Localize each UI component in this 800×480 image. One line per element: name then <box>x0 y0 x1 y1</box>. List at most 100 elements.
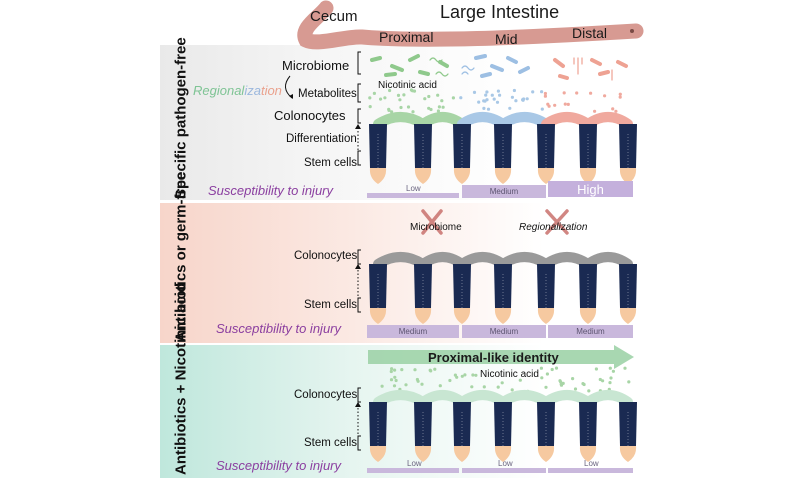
stem-cells-label-p1: Stem cells <box>304 157 358 169</box>
metabolite-dot <box>540 90 544 94</box>
epithelium-segment <box>457 390 508 407</box>
epithelium-segment <box>541 390 593 407</box>
metabolite-dot <box>411 110 415 114</box>
susceptibility-label-p3: Susceptibility to injury <box>216 458 341 473</box>
metabolite-dot <box>553 103 557 107</box>
metabolite-dot <box>379 97 383 101</box>
metabolite-dot <box>539 366 544 370</box>
metabolite-dot <box>547 104 551 108</box>
metabolite-dot <box>451 96 455 100</box>
metabolite-dot <box>490 93 494 97</box>
epithelium-segment <box>541 112 593 129</box>
crypt <box>578 401 598 463</box>
metabolite-dot <box>508 106 512 110</box>
metabolites-label: Metabolites <box>298 88 357 100</box>
metabolite-dot <box>581 382 585 386</box>
susceptibility-value-p1-proximal: Low <box>406 184 421 193</box>
stem-cells-label-p3: Stem cells <box>304 437 358 449</box>
epithelium-segment <box>541 252 593 269</box>
susceptibility-bar-p1-distal: High <box>548 181 633 197</box>
distal-label: Distal <box>572 25 608 41</box>
metabolite-dot <box>482 99 486 103</box>
metabolite-dot <box>562 91 566 95</box>
mid-label: Mid <box>495 31 518 47</box>
large-intestine-label: Large Intestine <box>440 2 560 22</box>
metabolite-dot <box>485 90 489 94</box>
metabolite-dot <box>482 106 486 110</box>
colonocytes-label-p2: Colonocytes <box>294 250 358 262</box>
metabolite-dot <box>433 367 437 371</box>
metabolite-dot <box>390 367 394 371</box>
intestine-tube <box>297 0 644 50</box>
metabolite-dot <box>436 93 440 97</box>
metabolite-dot <box>423 97 427 101</box>
metabolite-dot <box>525 97 529 101</box>
metabolite-dot <box>614 109 618 113</box>
metabolite-dot <box>404 383 408 387</box>
susceptibility-value-p3-distal: Low <box>584 459 599 468</box>
metabolite-dot <box>406 105 411 109</box>
metabolite-dot <box>393 375 397 379</box>
metabolite-dot <box>623 366 627 370</box>
metabolite-dot <box>383 96 387 100</box>
regionalization-label: Regionalization <box>193 83 282 98</box>
metabolite-dot <box>573 387 578 391</box>
metabolite-dot <box>589 91 593 95</box>
crypt <box>452 263 472 325</box>
metabolite-dot <box>413 368 417 372</box>
metabolite-dot <box>368 105 372 109</box>
nicotinic-acid-label-p3: Nicotinic acid <box>480 369 539 380</box>
epithelium-segment <box>418 252 467 269</box>
metabolite-dot <box>448 378 452 383</box>
metabolite-dot <box>486 107 491 111</box>
susceptibility-value-p3-proximal: Low <box>407 459 422 468</box>
crypt <box>618 263 638 325</box>
metabolite-dot <box>399 105 403 110</box>
crypt <box>493 123 513 185</box>
susceptibility-bar-p1-mid: Medium <box>462 185 546 198</box>
metabolite-dot <box>396 93 401 97</box>
metabolite-dot <box>438 384 442 388</box>
proximal-like-identity-arrow-label: Proximal-like identity <box>428 350 559 365</box>
crypt <box>413 123 433 185</box>
metabolite-dot <box>627 380 631 384</box>
metabolite-dot <box>575 91 579 95</box>
metabolite-dot <box>518 378 522 382</box>
metabolite-dot <box>510 388 514 392</box>
metabolite-dot <box>545 372 550 376</box>
metabolite-dot <box>389 369 393 374</box>
metabolite-dot <box>427 94 431 99</box>
epithelium-segment <box>373 112 428 129</box>
crypt <box>536 401 556 463</box>
metabolite-dot <box>436 109 440 113</box>
metabolite-dot <box>495 100 500 104</box>
metabolite-dot <box>455 375 459 379</box>
metabolite-dot <box>500 381 504 385</box>
epithelium-segment <box>498 252 551 269</box>
epithelium-segment <box>498 390 551 407</box>
colonocytes-label-p3: Colonocytes <box>294 389 358 401</box>
metabolite-dot <box>540 107 544 111</box>
crypt <box>578 263 598 325</box>
crypt <box>452 123 472 185</box>
colonocytes-label-p1: Colonocytes <box>274 108 346 123</box>
metabolite-dot <box>380 384 384 388</box>
crypt <box>368 401 388 463</box>
metabolite-dot <box>558 379 562 383</box>
susceptibility-label-p1: Susceptibility to injury <box>208 183 333 198</box>
metabolite-dot <box>463 373 467 377</box>
metabolite-dot <box>389 378 394 382</box>
metabolite-dot <box>496 385 500 389</box>
metabolite-dot <box>587 389 591 393</box>
metabolite-dot <box>543 91 548 96</box>
crypt <box>493 263 513 325</box>
nicotinic-acid-label-p1: Nicotinic acid <box>378 80 437 91</box>
metabolite-dot <box>496 89 500 93</box>
metabolite-dot <box>482 385 486 389</box>
susceptibility-bar-p1-proximal <box>367 193 459 198</box>
metabolite-dot <box>474 373 478 377</box>
susceptibility-value-p3-mid: Low <box>498 459 513 468</box>
metabolite-dot <box>368 96 372 100</box>
metabolite-dot <box>392 384 397 388</box>
metabolite-dot <box>611 369 616 373</box>
